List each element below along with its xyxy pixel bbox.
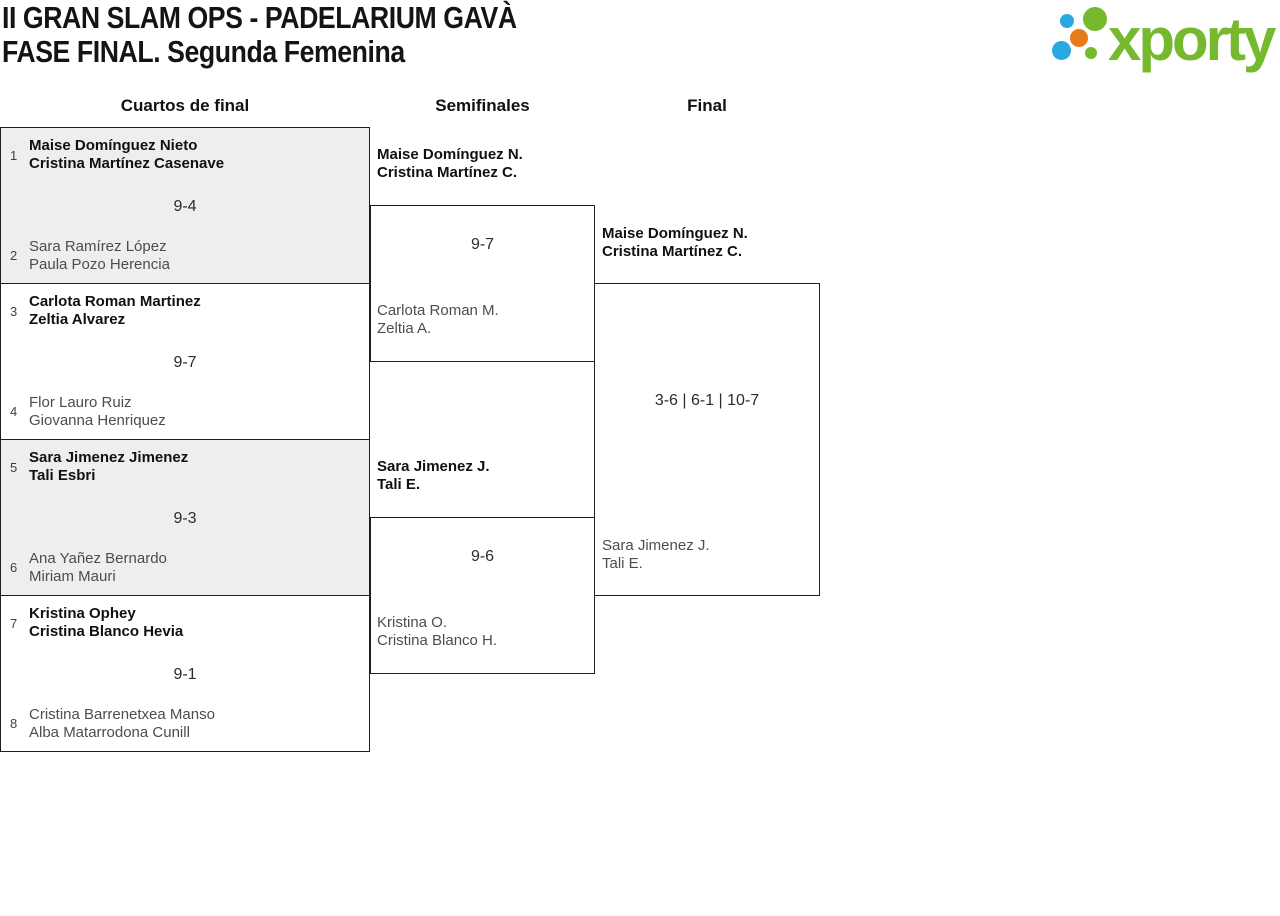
logo-dot-icon bbox=[1070, 29, 1088, 47]
seed-number: 2 bbox=[10, 248, 18, 263]
page-title: II GRAN SLAM OPS - PADELARIUM GAVÀ FASE … bbox=[2, 1, 517, 69]
logo-dot-icon bbox=[1060, 14, 1074, 28]
player-name: Giovanna Henriquez bbox=[29, 412, 166, 429]
player-name: Tali E. bbox=[377, 476, 421, 493]
player-name: Cristina Martínez Casenave bbox=[29, 155, 225, 172]
final-loser-team: Sara Jimenez J. Tali E. bbox=[602, 537, 710, 573]
match-score: 3-6 | 6-1 | 10-7 bbox=[654, 392, 760, 409]
player-name: Kristina O. bbox=[377, 614, 448, 631]
seed-number: 1 bbox=[10, 148, 18, 163]
column-header-final: Final bbox=[687, 96, 727, 115]
logo-wordmark: xporty bbox=[1108, 6, 1276, 73]
player-name: Cristina Barrenetxea Manso bbox=[29, 706, 215, 723]
player-name: Cristina Martínez C. bbox=[602, 243, 743, 260]
player-name: Maise Domínguez N. bbox=[602, 225, 748, 242]
quarterfinal-match-4: 7 Kristina Ophey Cristina Blanco Hevia 9… bbox=[0, 595, 370, 752]
player-name: Sara Jimenez J. bbox=[377, 458, 490, 475]
player-name: Carlota Roman M. bbox=[377, 302, 499, 319]
player-name: Maise Domínguez Nieto bbox=[29, 137, 198, 154]
team-names: Cristina Barrenetxea Manso Alba Matarrod… bbox=[29, 706, 215, 742]
xporty-logo[interactable]: xporty bbox=[1050, 4, 1280, 80]
player-name: Flor Lauro Ruiz bbox=[29, 394, 132, 411]
player-name: Ana Yañez Bernardo bbox=[29, 550, 167, 567]
match-score: 9-3 bbox=[173, 510, 197, 527]
final-winner-team: Maise Domínguez N. Cristina Martínez C. bbox=[602, 225, 748, 261]
tournament-title: II GRAN SLAM OPS - PADELARIUM GAVÀ bbox=[2, 0, 517, 35]
team-names: Maise Domínguez Nieto Cristina Martínez … bbox=[29, 137, 224, 173]
semifinal-1-loser-team: Carlota Roman M. Zeltia A. bbox=[377, 302, 499, 338]
player-name: Tali Esbri bbox=[29, 467, 96, 484]
seed-number: 8 bbox=[10, 716, 18, 731]
seed-number: 4 bbox=[10, 404, 18, 419]
column-header-semifinals: Semifinales bbox=[435, 96, 530, 115]
team-names: Ana Yañez Bernardo Miriam Mauri bbox=[29, 550, 167, 586]
quarterfinal-match-1: 1 Maise Domínguez Nieto Cristina Martíne… bbox=[0, 127, 370, 284]
logo-dot-icon bbox=[1052, 41, 1071, 60]
player-name: Cristina Martínez C. bbox=[377, 164, 518, 181]
player-name: Sara Ramírez López bbox=[29, 238, 167, 255]
player-name: Paula Pozo Herencia bbox=[29, 256, 170, 273]
phase-subtitle: FASE FINAL. Segunda Femenina bbox=[2, 34, 405, 69]
player-name: Zeltia A. bbox=[377, 320, 432, 337]
player-name: Zeltia Alvarez bbox=[29, 311, 126, 328]
match-score: 9-4 bbox=[173, 198, 197, 215]
quarterfinal-match-2: 3 Carlota Roman Martinez Zeltia Alvarez … bbox=[0, 283, 370, 440]
semifinal-1-winner-team: Maise Domínguez N. Cristina Martínez C. bbox=[377, 146, 523, 182]
semifinal-2-winner-team: Sara Jimenez J. Tali E. bbox=[377, 458, 490, 494]
semifinal-2-loser-team: Kristina O. Cristina Blanco H. bbox=[377, 614, 497, 650]
logo-dot-icon bbox=[1083, 7, 1107, 31]
semifinal-match-2-box bbox=[370, 517, 595, 674]
player-name: Maise Domínguez N. bbox=[377, 146, 523, 163]
player-name: Carlota Roman Martinez bbox=[29, 293, 201, 310]
player-name: Sara Jimenez J. bbox=[602, 537, 710, 554]
semifinal-match-1-box bbox=[370, 205, 595, 362]
quarterfinals-column: 1 Maise Domínguez Nieto Cristina Martíne… bbox=[0, 127, 370, 752]
match-score: 9-1 bbox=[173, 666, 197, 683]
match-score: 9-7 bbox=[173, 354, 197, 371]
player-name: Cristina Blanco Hevia bbox=[29, 623, 184, 640]
player-name: Alba Matarrodona Cunill bbox=[29, 724, 190, 741]
player-name: Kristina Ophey bbox=[29, 605, 136, 622]
player-name: Sara Jimenez Jimenez bbox=[29, 449, 189, 466]
seed-number: 5 bbox=[10, 460, 18, 475]
team-names: Flor Lauro Ruiz Giovanna Henriquez bbox=[29, 394, 166, 430]
column-header-quarterfinals: Cuartos de final bbox=[120, 96, 250, 115]
logo-dot-icon bbox=[1085, 47, 1097, 59]
team-names: Kristina Ophey Cristina Blanco Hevia bbox=[29, 605, 183, 641]
match-score: 9-6 bbox=[470, 548, 495, 565]
final-match-box bbox=[594, 283, 820, 596]
player-name: Cristina Blanco H. bbox=[377, 632, 498, 649]
team-names: Sara Ramírez López Paula Pozo Herencia bbox=[29, 238, 170, 274]
team-names: Sara Jimenez Jimenez Tali Esbri bbox=[29, 449, 188, 485]
player-name: Tali E. bbox=[602, 555, 643, 572]
seed-number: 6 bbox=[10, 560, 18, 575]
seed-number: 7 bbox=[10, 616, 18, 631]
seed-number: 3 bbox=[10, 304, 18, 319]
quarterfinal-match-3: 5 Sara Jimenez Jimenez Tali Esbri 9-3 6 … bbox=[0, 439, 370, 596]
player-name: Miriam Mauri bbox=[29, 568, 116, 585]
team-names: Carlota Roman Martinez Zeltia Alvarez bbox=[29, 293, 201, 329]
match-score: 9-7 bbox=[470, 236, 495, 253]
